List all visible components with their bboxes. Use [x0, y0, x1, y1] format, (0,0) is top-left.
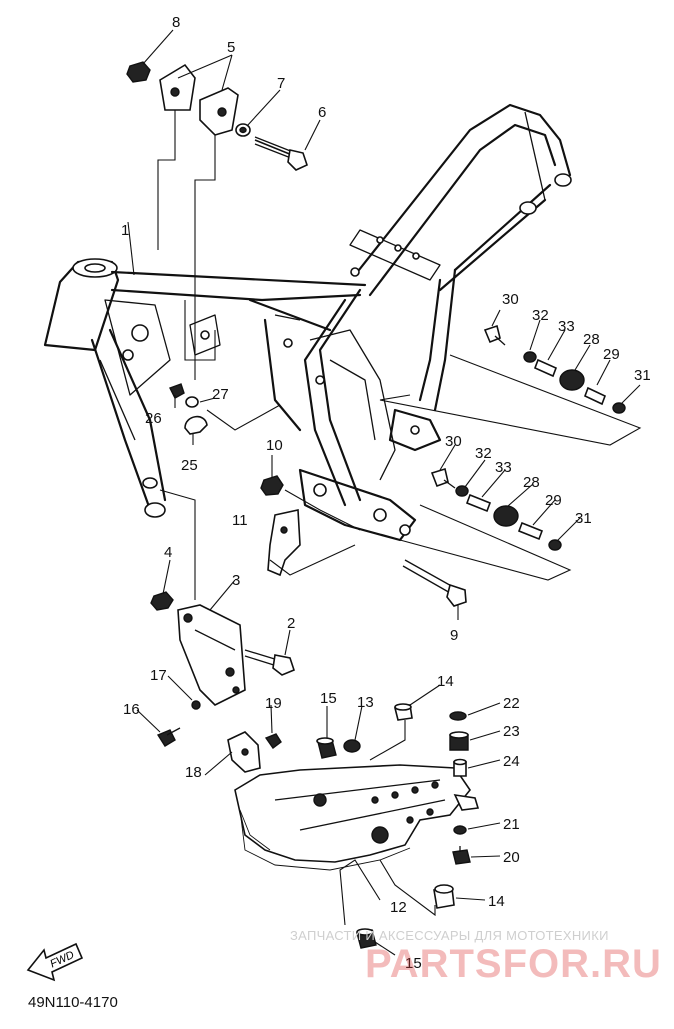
bolt-16[interactable]: [156, 727, 181, 747]
diagram-code: 49N110-4170: [28, 994, 118, 1011]
skid-plate-12[interactable]: [234, 764, 480, 871]
callout-26[interactable]: 26: [145, 410, 162, 427]
callout-27[interactable]: 27: [212, 386, 229, 403]
callout-32b[interactable]: 32: [475, 445, 492, 462]
callout-22[interactable]: 22: [503, 695, 520, 712]
callout-29b[interactable]: 29: [545, 492, 562, 509]
callout-9[interactable]: 9: [450, 627, 458, 644]
callout-10[interactable]: 10: [266, 437, 283, 454]
callout-1[interactable]: 1: [121, 222, 129, 239]
washer-27[interactable]: [185, 396, 199, 408]
callout-8[interactable]: 8: [172, 14, 180, 31]
callout-33a[interactable]: 33: [558, 318, 575, 335]
plate-bracket-18[interactable]: [227, 731, 261, 773]
callout-6[interactable]: 6: [318, 104, 326, 121]
callout-16[interactable]: 16: [123, 701, 140, 718]
watermark-tagline: ЗАПЧАСТИ И АКСЕССУАРЫ ДЛЯ МОТОТЕХНИКИ: [290, 928, 609, 943]
nut-19[interactable]: [264, 733, 282, 749]
callout-17[interactable]: 17: [150, 667, 167, 684]
washer-22[interactable]: [449, 711, 467, 721]
callout-21[interactable]: 21: [503, 816, 520, 833]
callout-32a[interactable]: 32: [532, 307, 549, 324]
callout-7[interactable]: 7: [277, 75, 285, 92]
callout-4[interactable]: 4: [164, 544, 172, 561]
mount-stack-upper[interactable]: [483, 324, 626, 414]
fwd-arrow-icon: FWD: [26, 942, 84, 982]
damper-15-lower[interactable]: [356, 928, 377, 949]
bolt-20[interactable]: [452, 846, 471, 865]
mount-stack-lower[interactable]: [430, 467, 562, 551]
callout-2[interactable]: 2: [287, 615, 295, 632]
callout-24[interactable]: 24: [503, 753, 520, 770]
callout-14a[interactable]: 14: [437, 673, 454, 690]
guard-bracket-11[interactable]: [267, 509, 301, 577]
callout-18[interactable]: 18: [185, 764, 202, 781]
callout-13[interactable]: 13: [357, 694, 374, 711]
callout-30a[interactable]: 30: [502, 291, 519, 308]
bolt-17[interactable]: [191, 700, 201, 710]
long-bolt-9[interactable]: [402, 559, 467, 607]
bolt-26[interactable]: [169, 383, 185, 399]
lower-engine-bracket[interactable]: [177, 604, 246, 706]
callout-25[interactable]: 25: [181, 457, 198, 474]
callout-12[interactable]: 12: [390, 899, 407, 916]
callout-33b[interactable]: 33: [495, 459, 512, 476]
callout-28b[interactable]: 28: [523, 474, 540, 491]
damper-14-lower[interactable]: [433, 884, 455, 909]
callout-14b[interactable]: 14: [488, 893, 505, 910]
clamp-25[interactable]: [184, 415, 208, 435]
callout-31a[interactable]: 31: [634, 367, 651, 384]
callout-15a[interactable]: 15: [320, 690, 337, 707]
damper-13[interactable]: [343, 739, 361, 753]
upper-engine-bracket[interactable]: [159, 63, 239, 136]
nut-4[interactable]: [150, 591, 174, 611]
bolt-2[interactable]: [244, 649, 295, 676]
spacer-24[interactable]: [453, 758, 467, 777]
callout-29a[interactable]: 29: [603, 346, 620, 363]
nut-10[interactable]: [260, 475, 284, 496]
collar-23[interactable]: [449, 731, 469, 751]
callout-19[interactable]: 19: [265, 695, 282, 712]
callout-20[interactable]: 20: [503, 849, 520, 866]
callout-23[interactable]: 23: [503, 723, 520, 740]
callout-labels: 8 5 7 6 1 30 32 33 28 29 31 26 27 25 10 …: [121, 14, 651, 972]
watermark-logo: PARTSFOR.RU: [365, 942, 662, 986]
callout-5[interactable]: 5: [227, 39, 235, 56]
callout-28a[interactable]: 28: [583, 331, 600, 348]
washer-21[interactable]: [453, 825, 467, 835]
damper-14-upper[interactable]: [394, 703, 413, 721]
callout-30b[interactable]: 30: [445, 433, 462, 450]
callout-11[interactable]: 11: [232, 512, 248, 529]
callout-31b[interactable]: 31: [575, 510, 592, 527]
bolt-6[interactable]: [254, 136, 308, 171]
washer-7[interactable]: [235, 123, 251, 137]
leader-lines: [127, 29, 642, 956]
frame-assembly[interactable]: [43, 103, 572, 542]
damper-15-upper[interactable]: [316, 737, 337, 759]
nut-8[interactable]: [126, 61, 151, 83]
callout-3[interactable]: 3: [232, 572, 240, 589]
callout-15b[interactable]: 15: [405, 955, 422, 972]
